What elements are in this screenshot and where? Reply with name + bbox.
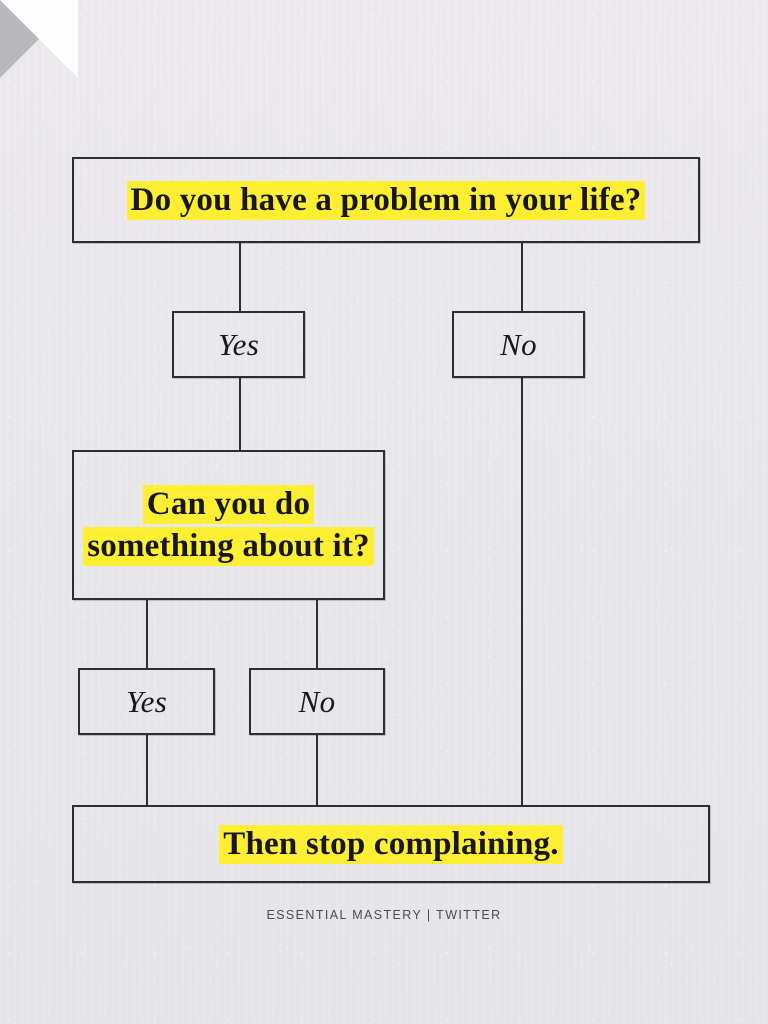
question-2-line-1: Can you do [83,484,374,524]
connector-no-to-conclusion [521,376,523,807]
connector-q2-to-yes [146,600,148,670]
credit-line: ESSENTIAL MASTERY | TWITTER [266,908,502,922]
question-2-line-2: something about it? [83,526,374,566]
answer-yes-2-label: Yes [125,683,168,719]
conclusion-text: Then stop complaining. [219,824,563,864]
node-answer-no-1[interactable]: No [452,311,585,378]
node-conclusion[interactable]: Then stop complaining. [72,805,710,883]
question-2-text: Can you do something about it? [83,482,374,569]
node-answer-no-2[interactable]: No [249,668,385,735]
question-1-text: Do you have a problem in your life? [126,180,646,220]
answer-no-2-label: No [298,683,336,719]
connector-yes-to-q2 [239,376,241,452]
node-question-1[interactable]: Do you have a problem in your life? [72,157,700,243]
node-question-2[interactable]: Can you do something about it? [72,450,385,600]
page-curl-fold-icon [0,0,78,78]
node-answer-yes-2[interactable]: Yes [78,668,215,735]
answer-no-1-label: No [500,326,537,362]
connector-q1-to-yes [239,241,241,313]
connector-q2-to-no [316,600,318,670]
connector-no2-to-conclusion [316,735,318,807]
connector-yes2-to-conclusion [146,735,148,807]
node-answer-yes-1[interactable]: Yes [172,311,305,378]
connector-q1-to-no [521,241,523,313]
answer-yes-1-label: Yes [217,326,260,362]
